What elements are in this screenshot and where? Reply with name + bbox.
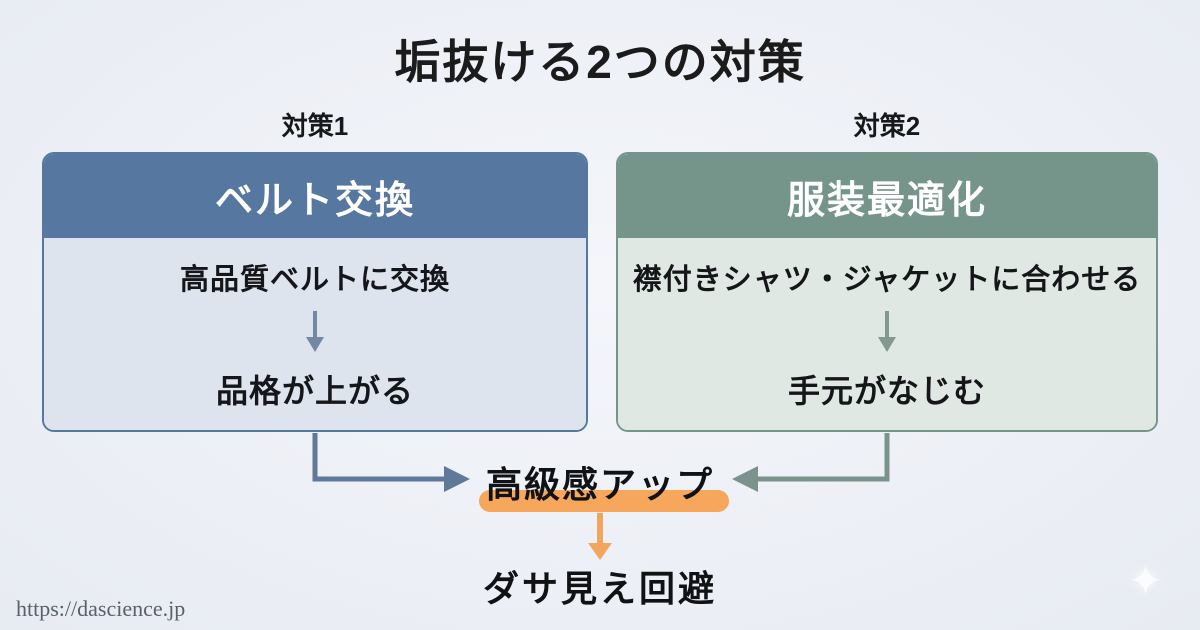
strategy1-card-header: ベルト交換 bbox=[44, 154, 586, 238]
strategy1-step2-text: 品格が上がる bbox=[215, 373, 414, 409]
strategy2-step1-text: 襟付きシャツ・ジャケットに合わせる bbox=[632, 264, 1142, 296]
strategy1-card-body: 高品質ベルトに交換 品格が上がる bbox=[44, 238, 586, 430]
arrow-down-icon bbox=[878, 311, 896, 352]
strategy2-card-body: 襟付きシャツ・ジャケットに合わせる 手元がなじむ bbox=[618, 238, 1156, 430]
strategy2-label: 対策2 bbox=[853, 111, 921, 141]
highlight-outcome-text: 高級感アップ bbox=[485, 464, 714, 505]
strategy2-step2-text: 手元がなじむ bbox=[787, 373, 986, 409]
strategy2-card-header: 服装最適化 bbox=[618, 154, 1156, 238]
strategy2-card: 服装最適化 襟付きシャツ・ジャケットに合わせる 手元がなじむ bbox=[616, 152, 1158, 432]
strategy1-card: ベルト交換 高品質ベルトに交換 品格が上がる bbox=[42, 152, 588, 432]
strategy1-label: 対策1 bbox=[281, 111, 349, 141]
highlight-outcome: 高級感アップ bbox=[0, 456, 1200, 512]
page-title: 垢抜ける2つの対策 bbox=[394, 36, 806, 88]
watermark-url: https://dascience.jp bbox=[16, 596, 186, 621]
strategy1-step1-text: 高品質ベルトに交換 bbox=[179, 264, 450, 296]
final-outcome-text: ダサ見え回避 bbox=[482, 568, 717, 609]
highlight-marker bbox=[479, 490, 729, 512]
arrow-down-icon bbox=[306, 311, 324, 352]
sparkle-icon: ✦ bbox=[1128, 557, 1164, 604]
arrow-down-orange-icon bbox=[588, 513, 612, 560]
